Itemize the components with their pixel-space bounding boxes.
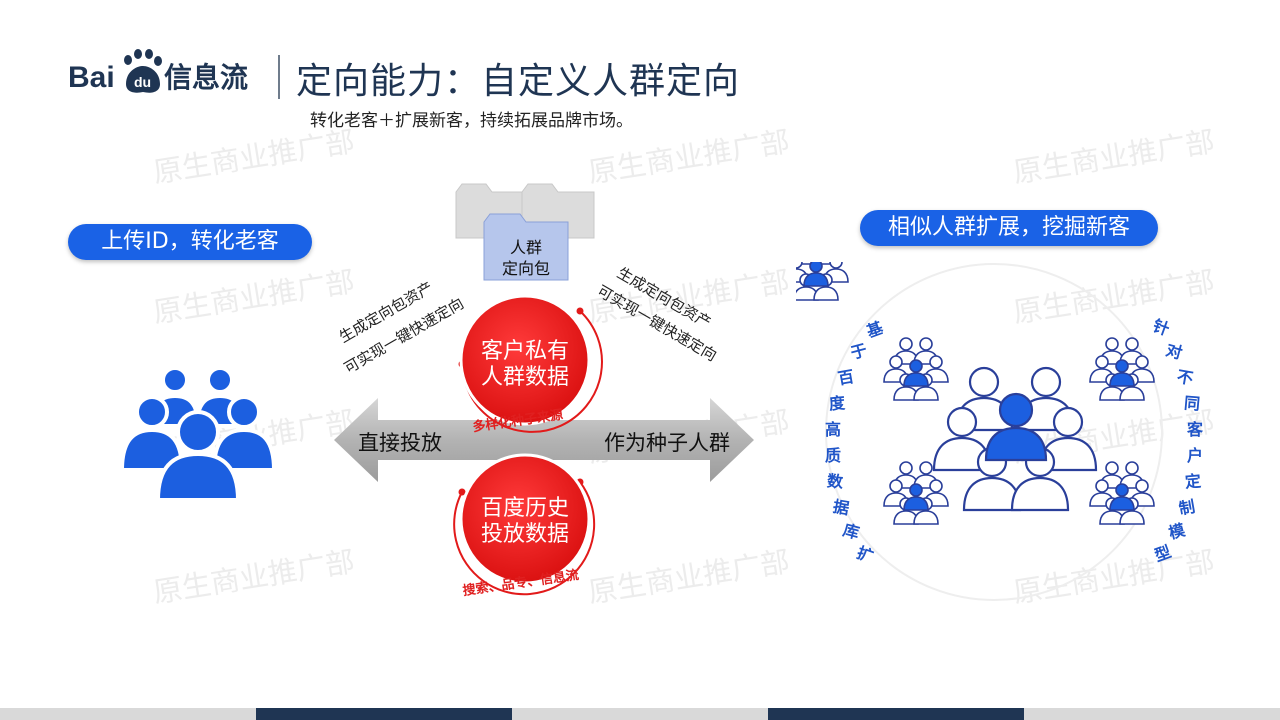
bottom-arc [453, 481, 596, 596]
folder-label-line1: 人群 [509, 238, 542, 257]
footer-segment [256, 708, 512, 720]
right-arc-char-7: 定 [1184, 471, 1202, 492]
customer-group-icon [119, 366, 277, 502]
watermark: 原生商业推广部 [1010, 124, 1217, 190]
lookalike-ring [825, 263, 1163, 601]
footer-segment [0, 708, 256, 720]
large-people-group [932, 366, 1098, 512]
baidu-data-circle [459, 453, 591, 585]
left-arc-char-8: 据 [831, 496, 851, 519]
header-divider [278, 55, 280, 99]
watermark: 原生商业推广部 [150, 544, 357, 610]
lookalike-label: 相似人群扩展，挖掘新客 [860, 210, 1158, 246]
center-diagram [334, 294, 754, 596]
svg-text:Bai: Bai [68, 61, 115, 94]
baidu-data-line2: 投放数据 [480, 522, 569, 547]
right-arc-char-8: 制 [1177, 496, 1197, 519]
left-arc-char-4: 度 [828, 393, 846, 414]
lookalike-diagram [796, 262, 1163, 601]
small-people-group [796, 262, 849, 301]
left-arc-char-6: 质 [824, 446, 841, 465]
baidu-data-line1: 百度历史 [480, 496, 569, 521]
right-arc-char-3: 不 [1175, 366, 1195, 389]
baidu-logo: Bai du 信息流 [68, 49, 248, 94]
arc-dot [458, 488, 466, 496]
direct-delivery-label: 直接投放 [358, 431, 442, 455]
footer-segment [512, 708, 768, 720]
arc-dot [576, 307, 584, 315]
svg-text:信息流: 信息流 [164, 61, 248, 94]
left-arc-char-5: 高 [824, 420, 841, 439]
footer-segment [768, 708, 1024, 720]
footer-segment [1024, 708, 1280, 720]
page-subtitle: 转化老客＋扩展新客，持续拓展品牌市场。 [310, 111, 633, 131]
top-arc [461, 310, 603, 433]
seed-audience-label: 作为种子人群 [604, 431, 730, 455]
folder-icon [483, 213, 569, 281]
right-arc-char-4: 同 [1183, 393, 1201, 414]
customer-data-line2: 人群数据 [480, 365, 569, 390]
watermark: 原生商业推广部 [150, 264, 357, 330]
left-arc-char-3: 百 [836, 366, 856, 389]
right-arc-char-5: 客 [1186, 420, 1203, 439]
svg-text:du: du [134, 74, 151, 90]
left-arc-char-7: 数 [826, 471, 844, 492]
page-title: 定向能力：自定义人群定向 [296, 61, 741, 102]
customer-data-circle [459, 294, 591, 426]
folder-label-line2: 定向包 [501, 259, 550, 278]
bidirectional-arrow [334, 398, 754, 482]
customer-data-line1: 客户私有 [480, 339, 569, 364]
upload-id-label: 上传ID，转化老客 [68, 224, 312, 260]
right-arc-char-6: 户 [1186, 446, 1203, 465]
